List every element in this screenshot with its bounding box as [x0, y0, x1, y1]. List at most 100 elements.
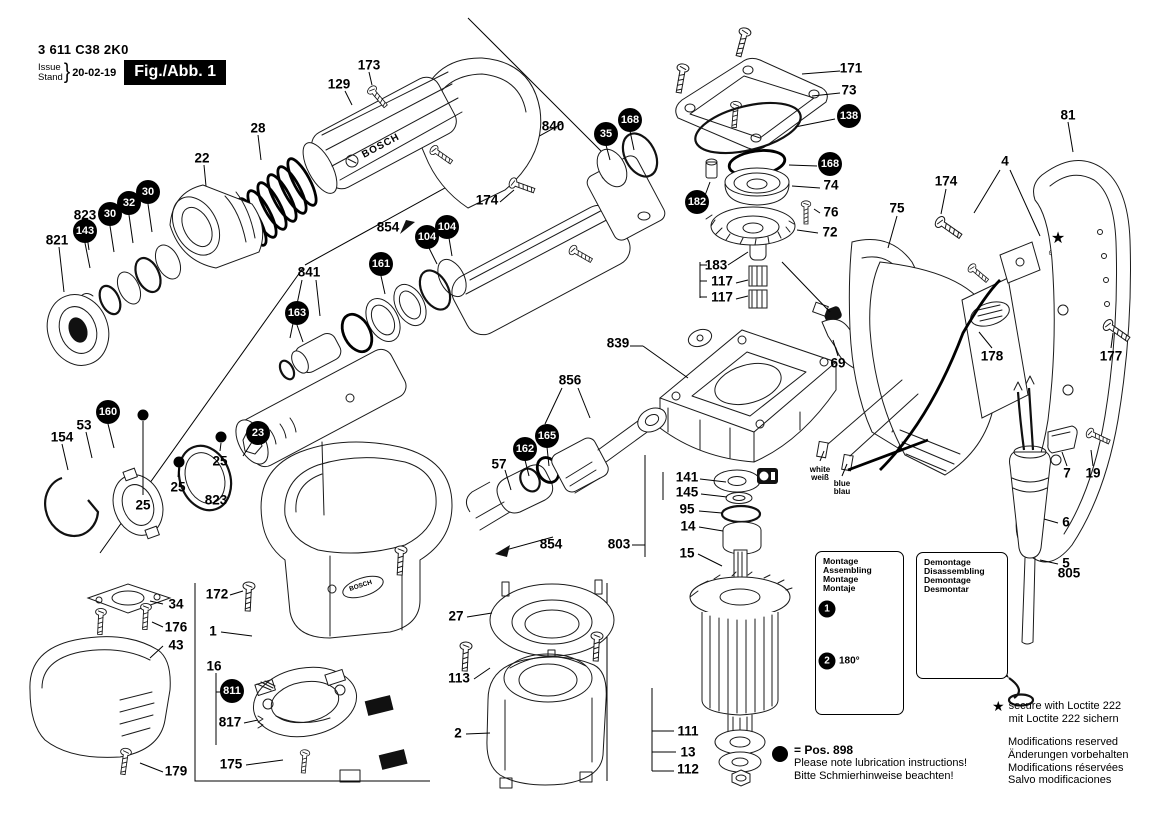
- part-label-95: 95: [679, 501, 695, 517]
- part-label-76: 76: [823, 204, 839, 220]
- part-label-811: 811: [220, 679, 244, 703]
- part-label-182: 182: [685, 190, 709, 214]
- lubrication-dot-icon: [137, 409, 149, 421]
- assembly-title-line: Montage: [823, 556, 859, 566]
- disassembly-title-line: Demontage: [924, 557, 971, 567]
- part-label-172: 172: [205, 586, 229, 602]
- assembly-title-line: Montaje: [823, 583, 856, 593]
- sketch-cable-5: [1009, 375, 1112, 645]
- sketch-cap-43: [29, 583, 172, 776]
- part-label-141: 141: [675, 469, 699, 485]
- part-label-160: 160: [96, 400, 120, 424]
- part-label-143: 143: [73, 219, 97, 243]
- sketch-armature-15: [689, 468, 793, 787]
- part-label-25: 25: [135, 497, 151, 513]
- part-label-27: 27: [448, 608, 464, 624]
- loctite-note: ★ secure with Loctite 222 mit Loctite 22…: [992, 698, 1122, 726]
- assembly-step-1-badge: 1: [818, 600, 836, 618]
- sketch-handle-81: [816, 159, 1133, 563]
- part-label-178: 178: [980, 348, 1004, 364]
- part-label-823: 823: [73, 207, 97, 223]
- assembly-step-2-angle: 180°: [839, 655, 860, 667]
- part-label-7: 7: [1063, 465, 1071, 481]
- sketch-piston-856: [466, 407, 667, 531]
- part-label-856: 856: [558, 372, 582, 388]
- part-label-25: 25: [170, 479, 186, 495]
- part-label-179: 179: [164, 763, 188, 779]
- part-label-81: 81: [1060, 107, 1076, 123]
- part-label-5: 5: [1062, 555, 1070, 571]
- sketch-grip-barrel-129: BOSCH: [46, 57, 542, 366]
- part-label-171: 171: [839, 60, 863, 76]
- pos-898-label: = Pos. 898: [794, 743, 854, 757]
- part-label-174: 174: [934, 173, 958, 189]
- part-label-154: 154: [50, 429, 74, 445]
- part-label-168: 168: [818, 152, 842, 176]
- part-label-13: 13: [680, 744, 696, 760]
- part-label-129: 129: [327, 76, 351, 92]
- part-label-43: 43: [168, 637, 184, 653]
- pos-898-line: Please note lubrication instructions!: [794, 756, 968, 769]
- part-label-53: 53: [76, 417, 92, 433]
- modifications-line: Änderungen vorbehalten: [1008, 748, 1129, 761]
- part-label-14: 14: [680, 518, 696, 534]
- assembly-title-line: Assembling: [823, 565, 872, 575]
- lubrication-dot-icon: [215, 431, 227, 443]
- part-label-183: 183: [704, 257, 728, 273]
- part-label-165: 165: [535, 424, 559, 448]
- assembly-instructions-box: Montage Assembling Montage Montaje: [815, 551, 904, 715]
- part-label-22: 22: [194, 150, 210, 166]
- part-label-168: 168: [618, 108, 642, 132]
- part-label-74: 74: [823, 177, 839, 193]
- star-icon: ★: [992, 698, 1005, 714]
- title-block: 3 611 C38 2K0 Issue Stand } 20-02-19 Fig…: [38, 42, 227, 85]
- part-label-16: 16: [206, 658, 222, 674]
- part-label-841: 841: [297, 264, 321, 280]
- issue-label: Issue: [38, 62, 61, 73]
- stand-label: Stand: [38, 71, 63, 83]
- part-label-75: 75: [889, 200, 905, 216]
- part-label-104: 104: [435, 215, 459, 239]
- loctite-note-line: mit Loctite 222 sichern: [1008, 712, 1119, 725]
- sketch-housing-1: BOSCH: [241, 441, 453, 639]
- assembly-title-line: Montage: [823, 574, 859, 584]
- part-label-854: 854: [539, 536, 563, 552]
- part-label-72: 72: [822, 224, 838, 240]
- part-label-57: 57: [491, 456, 507, 472]
- sketch-top-cover-73: [672, 26, 828, 246]
- part-label-138: 138: [837, 104, 861, 128]
- lubrication-dot-icon: [173, 456, 185, 468]
- part-label-69: 69: [830, 355, 846, 371]
- disassembly-title-line: Demontage: [924, 575, 971, 585]
- part-label-817: 817: [218, 714, 242, 730]
- part-label-15: 15: [679, 545, 695, 561]
- part-label-174: 174: [475, 192, 499, 208]
- part-label-25: 25: [212, 453, 228, 469]
- part-label-23: 23: [246, 421, 270, 445]
- part-label-35: 35: [594, 122, 618, 146]
- part-label-803: 803: [607, 536, 631, 552]
- sketch-hammer-tube-840: [278, 132, 666, 381]
- loctite-note-line: secure with Loctite 222: [1008, 700, 1122, 712]
- modifications-line: Salvo modificaciones: [1008, 774, 1112, 787]
- part-label-839: 839: [606, 335, 630, 351]
- part-label-28: 28: [250, 120, 266, 136]
- part-label-73: 73: [841, 82, 857, 98]
- sketch-stator-2: [458, 579, 615, 789]
- part-label-176: 176: [164, 619, 188, 635]
- part-label-854: 854: [376, 219, 400, 235]
- part-label-117: 117: [711, 273, 733, 289]
- part-label-161: 161: [369, 252, 393, 276]
- modifications-note: Modifications reserved Änderungen vorbeh…: [1008, 736, 1128, 787]
- disassembly-instructions-box: Demontage Disassembling Demontage Desmon…: [916, 552, 1008, 679]
- document-part-number: 3 611 C38 2K0: [38, 42, 129, 57]
- issue-date: 20-02-19: [72, 66, 117, 79]
- part-label-145: 145: [675, 484, 699, 500]
- part-label-30: 30: [136, 180, 160, 204]
- direction-arrows: [400, 220, 510, 557]
- part-label-163: 163: [285, 301, 309, 325]
